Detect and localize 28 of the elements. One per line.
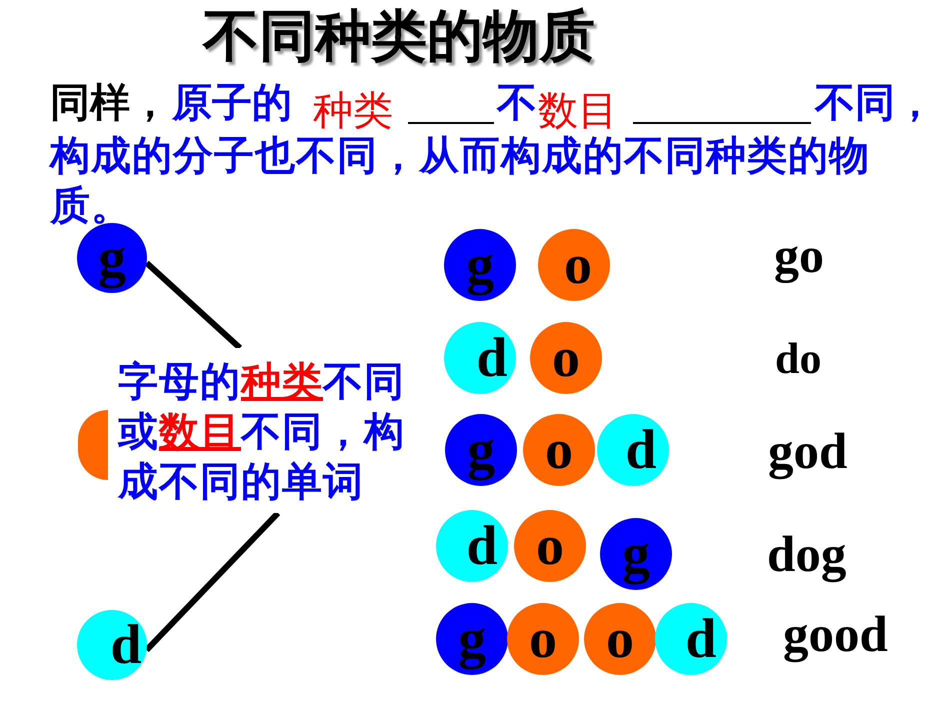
sentence-text: 同样， — [50, 79, 170, 127]
sentence-text: 不同， — [815, 79, 935, 127]
letter-circle: o — [530, 322, 602, 394]
word-label: god — [768, 427, 848, 478]
letter-circle: d — [77, 610, 147, 680]
letter-circle: o — [584, 603, 656, 675]
letter-circle: g — [77, 223, 147, 293]
letter-circle: g — [600, 518, 672, 590]
sentence-text: 不 — [497, 79, 537, 127]
letter-circle: d — [444, 322, 516, 394]
letter-circle: d — [436, 510, 508, 582]
letter-circle: g — [444, 229, 516, 301]
slide-title: 不同种类的物质 — [203, 4, 595, 70]
letter-circle: o — [507, 603, 579, 675]
word-label: dog — [767, 530, 846, 581]
letter-circle: d — [655, 603, 727, 675]
letter-circle: o — [523, 414, 595, 486]
answer-text: 数目 — [538, 87, 618, 135]
letter-circle: d — [597, 414, 669, 486]
letter-circle: o — [538, 229, 610, 301]
letter-circle: g — [436, 603, 508, 675]
letter-circle: o — [514, 510, 586, 582]
answer-text: 种类 — [313, 87, 393, 135]
letter-circle: g — [445, 414, 517, 486]
connector-line — [144, 260, 242, 350]
word-label: good — [783, 610, 888, 661]
sentence-text: 原子的 — [172, 79, 292, 127]
word-label: do — [775, 337, 822, 381]
